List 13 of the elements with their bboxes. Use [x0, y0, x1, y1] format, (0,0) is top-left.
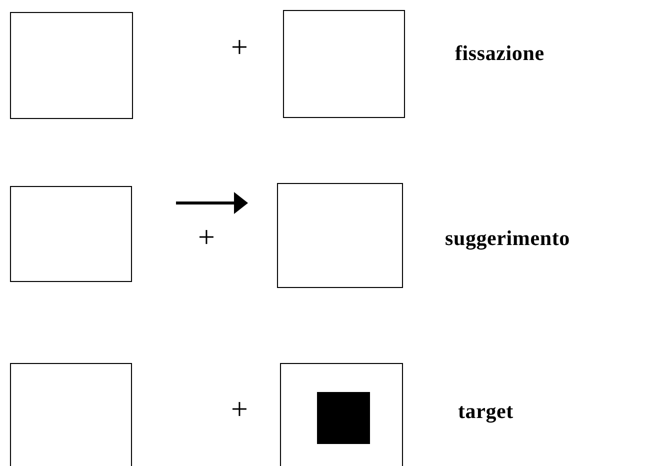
empty-box — [280, 363, 403, 466]
empty-box — [283, 10, 405, 118]
phase-label: target — [458, 401, 514, 422]
empty-box — [10, 12, 133, 119]
empty-box — [277, 183, 403, 288]
fixation-cross: + — [231, 33, 248, 63]
fixation-cross: + — [231, 395, 248, 425]
phase-label: suggerimento — [445, 228, 570, 249]
target-square — [317, 392, 370, 444]
phase-label: fissazione — [455, 43, 544, 64]
empty-box — [10, 186, 132, 282]
empty-box — [10, 363, 132, 466]
fixation-cross: + — [198, 223, 215, 253]
